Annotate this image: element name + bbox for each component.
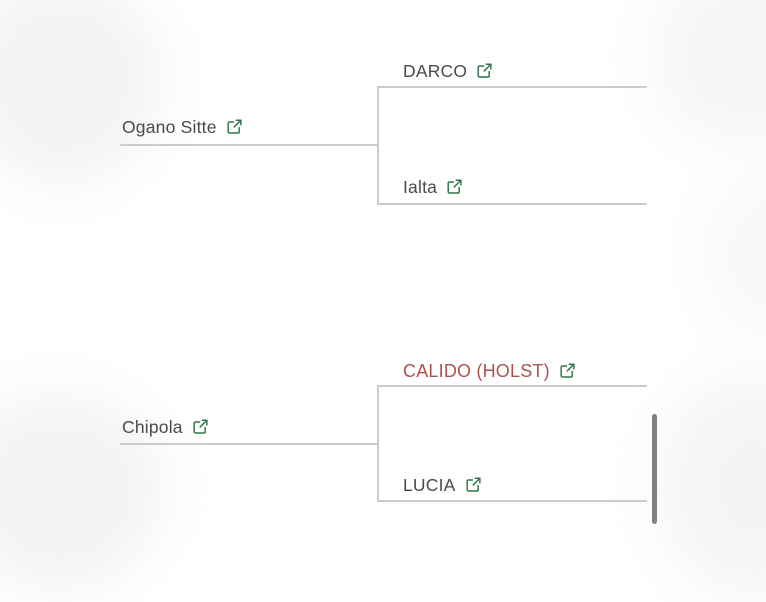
bracket-entry-calido-holst[interactable]: CALIDO (HOLST) — [403, 362, 576, 380]
bracket-connector-bottom-child-line — [377, 203, 647, 205]
bracket-connector-parent-line — [120, 144, 378, 146]
bracket-connector-vertical — [377, 86, 379, 205]
bracket-entry-ialta[interactable]: Ialta — [403, 177, 463, 197]
external-link-icon[interactable] — [476, 62, 493, 79]
external-link-icon[interactable] — [446, 178, 463, 195]
bracket-connector-parent-line — [120, 443, 378, 445]
bracket-entry-label: DARCO — [403, 61, 468, 81]
bracket-entry-label: LUCIA — [403, 475, 456, 495]
bracket-connector-vertical — [377, 385, 379, 502]
bracket-entry-lucia[interactable]: LUCIA — [403, 475, 482, 495]
bracket-entry-label: Ogano Sitte — [122, 117, 217, 137]
vertical-scrollbar[interactable] — [651, 414, 658, 524]
bracket-entry-darco[interactable]: DARCO — [403, 61, 493, 81]
pedigree-bracket-panel[interactable]: DARCO Ogano Sitte Ialta — [0, 0, 766, 574]
external-link-icon[interactable] — [559, 362, 576, 379]
bracket-entry-chipola[interactable]: Chipola — [122, 417, 209, 437]
bracket-connector-top-child-line — [377, 86, 647, 88]
bracket-entry-ogano-sitte[interactable]: Ogano Sitte — [122, 117, 243, 137]
bracket-entry-label: Chipola — [122, 417, 183, 437]
bracket-entry-label: CALIDO (HOLST) — [403, 361, 550, 381]
bracket-entry-label: Ialta — [403, 177, 438, 197]
external-link-icon[interactable] — [226, 118, 243, 135]
bracket-connector-top-child-line — [377, 385, 647, 387]
external-link-icon[interactable] — [465, 476, 482, 493]
scrollbar-thumb[interactable] — [652, 414, 657, 524]
external-link-icon[interactable] — [192, 418, 209, 435]
bracket-connector-bottom-child-line — [377, 500, 647, 502]
